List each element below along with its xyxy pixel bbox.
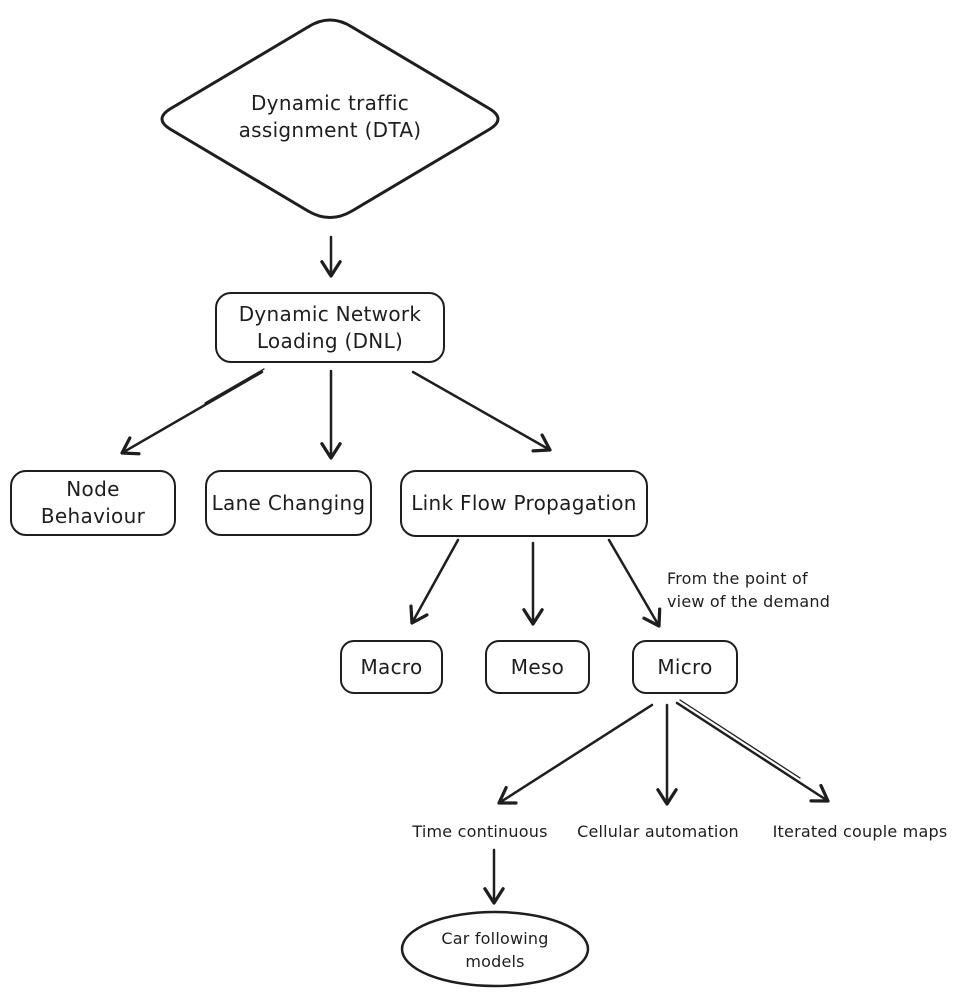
arrow-micro-to-iterated-overdraw [679,699,801,779]
ellipse-shape [400,910,590,988]
arrow-lfp-to-macro [409,538,460,625]
node-link-flow-propagation: Link Flow Propagation [400,470,648,537]
node-meso: Meso [485,640,590,694]
label-cellular-automation: Cellular automation [577,822,739,841]
arrow-lfp-to-micro [607,538,662,628]
node-lane-changing-label: Lane Changing [211,490,366,515]
node-micro: Micro [632,640,738,694]
arrow-micro-to-time-continuous [497,703,654,805]
annotation-demand-note: From the point of view of the demand [667,569,831,612]
node-dta-label: Dynamic traffic assignment (DTA) [238,91,422,142]
node-macro: Macro [340,640,443,694]
node-car-following-label: Car following models [441,929,549,972]
node-macro-label: Macro [360,654,423,679]
arrow-dnl-to-node-behaviour [120,370,264,456]
diamond-shape [160,18,500,219]
node-dnl: Dynamic Network Loading (DNL) [215,292,445,363]
node-link-flow-propagation-label: Link Flow Propagation [411,491,637,515]
node-node-behaviour-label: Node Behaviour [40,477,146,528]
label-time-continuous: Time continuous [412,822,548,841]
arrow-dnl-to-lfp [411,370,552,453]
node-meso-label: Meso [510,654,565,679]
arrow-dnl-to-node-behaviour-overdraw [204,368,265,404]
arrow-micro-to-iterated-couple-maps [675,701,830,803]
node-lane-changing: Lane Changing [205,470,372,536]
node-node-behaviour: Node Behaviour [10,470,176,536]
label-iterated-couple-maps: Iterated couple maps [772,822,948,841]
node-micro-label: Micro [657,654,713,679]
node-dnl-label: Dynamic Network Loading (DNL) [238,301,422,353]
